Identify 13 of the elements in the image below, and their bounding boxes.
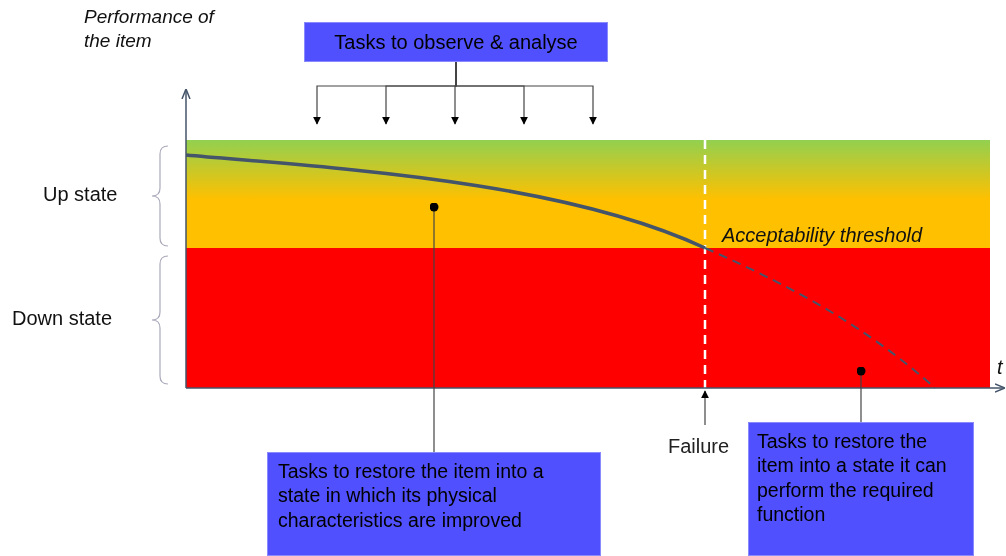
state-label: Down state	[12, 306, 113, 331]
leader-line	[429, 202, 439, 453]
task-box: Tasks to restore the item into a state it can perform the required function	[748, 422, 974, 556]
arrow	[701, 390, 709, 426]
leader-line	[856, 366, 866, 423]
task-box: Tasks to restore the item into a state in which its physical characteristics are improved	[267, 452, 601, 556]
axis-label: t	[997, 355, 1003, 380]
axis-title: Performance of the item	[84, 5, 214, 53]
threshold-label: Acceptability threshold	[722, 223, 923, 248]
state-label: Up state	[43, 182, 118, 207]
failure-label: Failure	[668, 435, 730, 458]
arrow	[455, 61, 597, 125]
task-box: Tasks to observe & analyse	[304, 22, 608, 62]
